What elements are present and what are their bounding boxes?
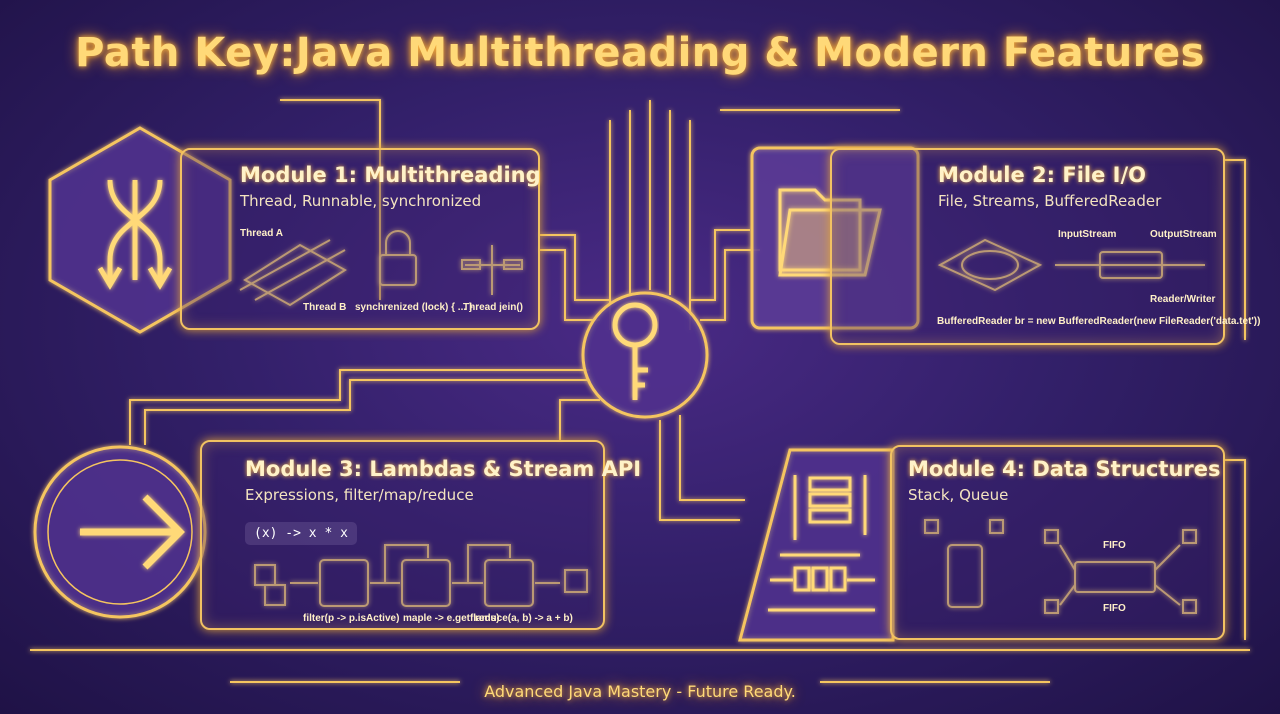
- module1-hexagon: [48, 126, 232, 334]
- module1-title: Module 1: Multithreading: [240, 163, 541, 187]
- buffered-reader-code: BufferedReader br = new BufferedReader(n…: [937, 316, 1261, 327]
- sync-label: synchrenized (lock) { ... }: [355, 302, 473, 313]
- reduce-icon: [484, 559, 534, 607]
- reader-writer-label: Reader/Writer: [1150, 294, 1216, 305]
- lock-icon: [379, 254, 417, 286]
- page-title: Path Key:Java Multithreading & Modern Fe…: [75, 30, 1205, 76]
- reduce-label: reduce(a, b) -> a + b): [475, 613, 573, 624]
- module4-trapezoid: [738, 448, 895, 642]
- cube-icon: [564, 569, 588, 593]
- module2-panel: [830, 148, 1225, 345]
- module4-subtitle: Stack, Queue: [908, 486, 1009, 504]
- outputstream-label: OutputStream: [1150, 229, 1217, 240]
- fifo-top-label: FIFO: [1103, 540, 1126, 551]
- module2-title: Module 2: File I/O: [938, 163, 1147, 187]
- module4-panel: [890, 445, 1225, 640]
- module3-panel: [200, 440, 605, 630]
- shuffle-icon: [401, 559, 451, 607]
- filter-label: filter(p -> p.isActive): [303, 613, 400, 624]
- map-label: maple -> e.getflams): [403, 613, 500, 624]
- module3-subtitle: Expressions, filter/map/reduce: [245, 486, 474, 504]
- filter-icon: [319, 559, 369, 607]
- lambda-code: (x) -> x * x: [245, 522, 357, 545]
- key-icon: [612, 302, 658, 400]
- inputstream-label: InputStream: [1058, 229, 1117, 240]
- thread-chip-icon: [243, 243, 347, 307]
- stack-queue-icon: [768, 475, 875, 612]
- thread-a-label: Thread A: [240, 228, 283, 239]
- disk-icon: [937, 238, 1043, 292]
- thread-join-icon: [465, 245, 520, 295]
- arrow-right-icon: [80, 494, 185, 570]
- module4-title: Module 4: Data Structures: [908, 457, 1221, 481]
- module3-title: Module 3: Lambdas & Stream API: [245, 457, 642, 481]
- queue-icon: [1074, 561, 1156, 593]
- module1-subtitle: Thread, Runnable, synchronized: [240, 192, 482, 210]
- thread-b-label: Thread B: [303, 302, 347, 313]
- stack-icon: [947, 544, 983, 608]
- intertwined-threads-icon: [97, 179, 173, 290]
- key-circle: [581, 291, 709, 419]
- module1-panel: [180, 148, 540, 330]
- footer-tagline: Advanced Java Mastery - Future Ready.: [484, 682, 796, 701]
- fifo-bottom-label: FIFO: [1103, 603, 1126, 614]
- join-label: Thread jein(): [463, 302, 524, 313]
- module2-subtitle: File, Streams, BufferedReader: [938, 192, 1162, 210]
